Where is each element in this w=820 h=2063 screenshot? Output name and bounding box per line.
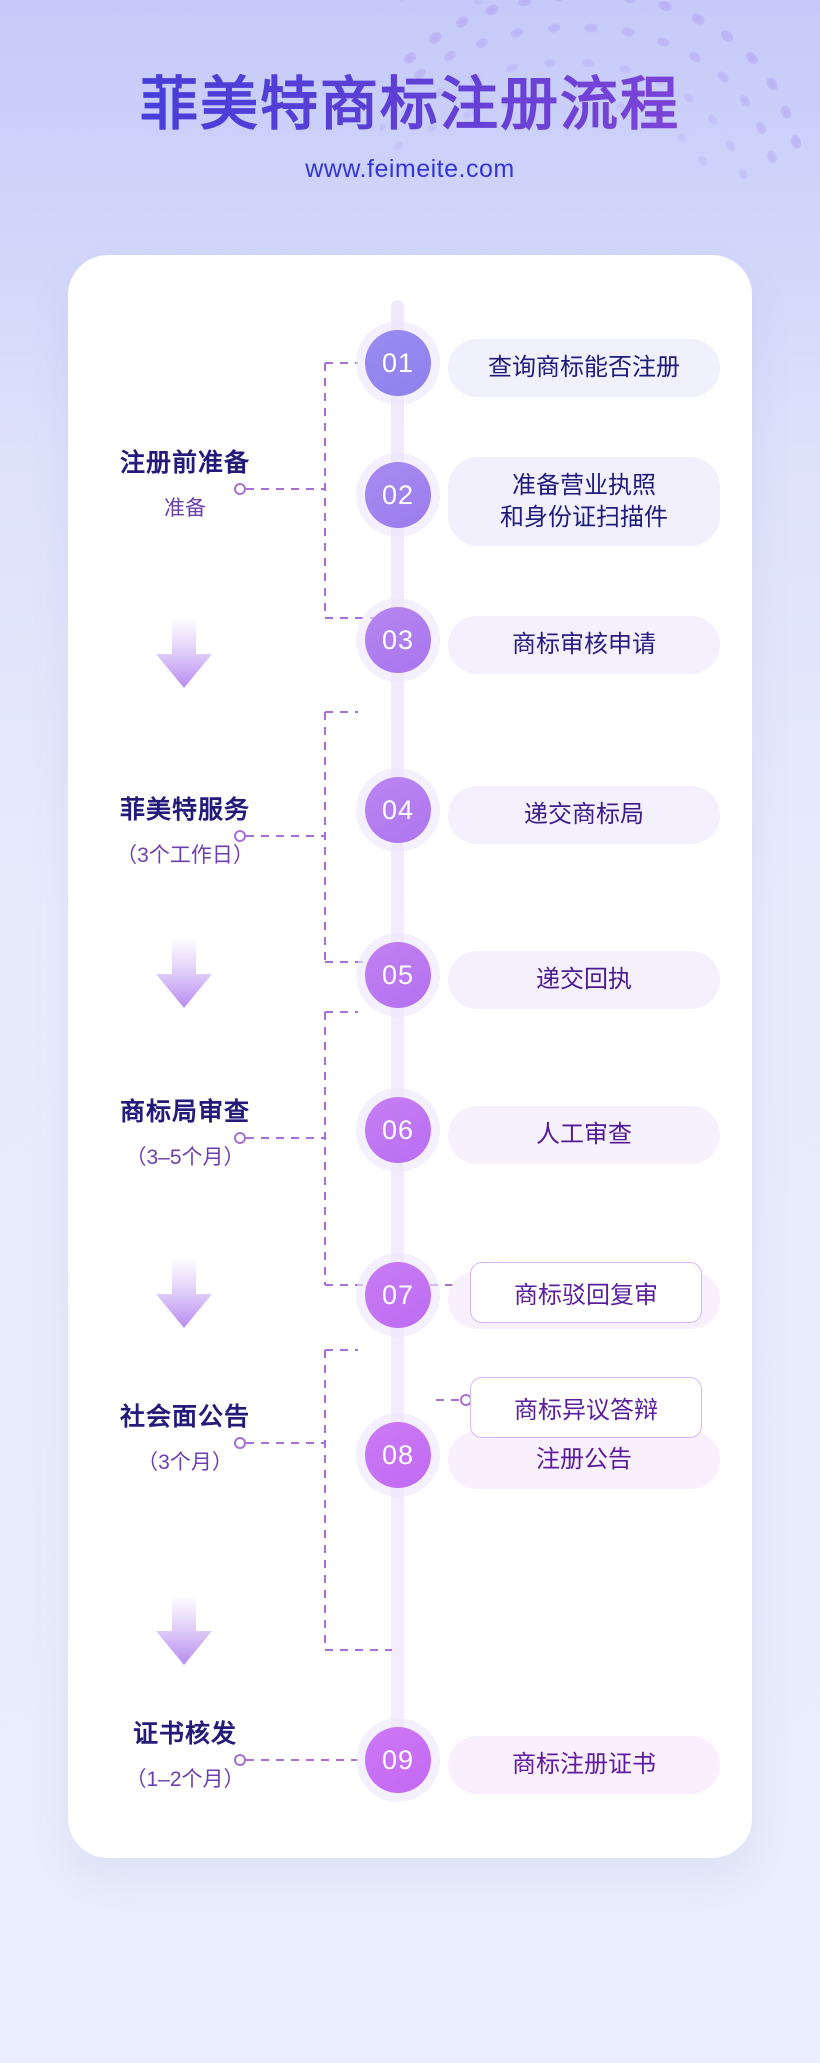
group-title: 商标局审查 — [119, 1098, 250, 1126]
step-badge-01[interactable]: 01 — [365, 330, 431, 396]
optional-box-opposition-defense[interactable]: 商标异议答辩 — [470, 1377, 702, 1438]
step-label-01[interactable]: 查询商标能否注册 — [448, 339, 720, 397]
step-number: 06 — [381, 1114, 415, 1145]
page-header: 菲美特商标注册流程 www.feimeite.com — [0, 0, 820, 184]
step-text: 查询商标能否注册 — [488, 354, 680, 381]
step-number: 04 — [381, 794, 415, 825]
step-badge-06[interactable]: 06 — [365, 1097, 431, 1163]
step-badge-03[interactable]: 03 — [365, 607, 431, 673]
step-number: 02 — [381, 479, 415, 510]
step-text: 准备营业执照和身份证扫描件 — [500, 472, 668, 531]
step-number: 05 — [381, 959, 415, 990]
group-label-2: 菲美特服务 （3个工作日） — [60, 790, 310, 869]
optional-box-text: 商标异议答辩 — [514, 1397, 658, 1424]
group-subtitle: （3个月） — [137, 1451, 233, 1474]
step-label-02[interactable]: 准备营业执照和身份证扫描件 — [448, 457, 720, 547]
step-badge-04[interactable]: 04 — [365, 777, 431, 843]
step-text: 递交商标局 — [524, 801, 644, 828]
step-number: 03 — [381, 624, 415, 655]
group-subtitle: 准备 — [164, 497, 206, 520]
optional-box-text: 商标驳回复审 — [514, 1282, 658, 1309]
step-badge-07[interactable]: 07 — [365, 1262, 431, 1328]
step-label-03[interactable]: 商标审核申请 — [448, 616, 720, 674]
group-title: 证书核发 — [132, 1720, 237, 1748]
step-number: 07 — [381, 1279, 415, 1310]
step-badge-02[interactable]: 02 — [365, 462, 431, 528]
step-label-09[interactable]: 商标注册证书 — [448, 1736, 720, 1794]
group-subtitle: （1–2个月） — [125, 1768, 245, 1791]
website-url: www.feimeite.com — [305, 154, 515, 183]
group-label-1: 注册前准备 准备 — [60, 443, 310, 522]
group-label-4: 社会面公告 （3个月） — [60, 1397, 310, 1476]
step-number: 01 — [381, 347, 415, 378]
step-label-08[interactable]: 注册公告 — [448, 1431, 720, 1489]
optional-box-rejection-review[interactable]: 商标驳回复审 — [470, 1262, 702, 1323]
step-number: 08 — [381, 1439, 415, 1470]
group-label-3: 商标局审查 （3–5个月） — [60, 1092, 310, 1171]
step-text: 商标注册证书 — [512, 1751, 656, 1778]
group-title: 注册前准备 — [119, 449, 250, 477]
step-number: 09 — [381, 1744, 415, 1775]
group-label-5: 证书核发 （1–2个月） — [60, 1714, 310, 1793]
step-badge-09[interactable]: 09 — [365, 1727, 431, 1793]
step-badge-08[interactable]: 08 — [365, 1422, 431, 1488]
step-label-06[interactable]: 人工审查 — [448, 1106, 720, 1164]
step-text: 注册公告 — [536, 1446, 632, 1473]
group-title: 社会面公告 — [119, 1403, 250, 1431]
group-subtitle: （3个工作日） — [116, 844, 254, 867]
step-label-04[interactable]: 递交商标局 — [448, 786, 720, 844]
group-subtitle: （3–5个月） — [125, 1146, 245, 1169]
page-title: 菲美特商标注册流程 — [0, 72, 820, 139]
step-text: 人工审查 — [536, 1121, 632, 1148]
group-title: 菲美特服务 — [119, 796, 250, 824]
step-badge-05[interactable]: 05 — [365, 942, 431, 1008]
step-label-05[interactable]: 递交回执 — [448, 951, 720, 1009]
step-text: 递交回执 — [536, 966, 632, 993]
step-text: 商标审核申请 — [512, 631, 656, 658]
